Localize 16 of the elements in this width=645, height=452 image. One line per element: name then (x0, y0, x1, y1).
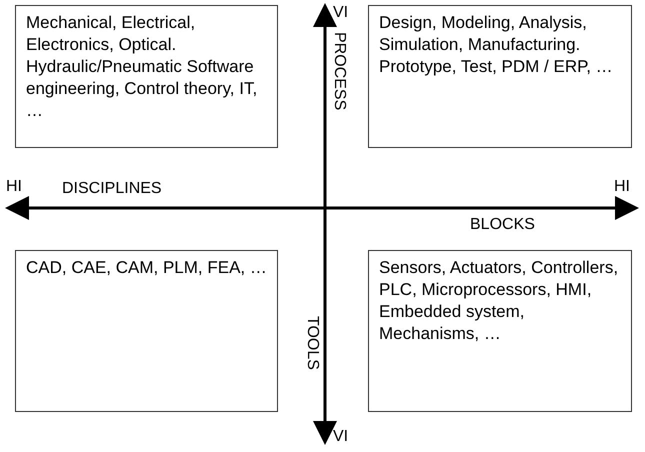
text-box (15, 250, 278, 412)
axis-label: PROCESS (330, 32, 348, 110)
axis-label: TOOLS (303, 316, 321, 370)
box-text: CAD, CAE, CAM, PLM, FEA, … (26, 257, 267, 279)
axis-end-label: VI (333, 4, 348, 22)
text-box (15, 5, 278, 148)
box-text: Sensors, Actuators, Controllers, PLC, Microprocessors, HMI, Embedded system, Mechanisms, … (379, 257, 620, 345)
axis-label: BLOCKS (470, 216, 535, 234)
axis-label: DISCIPLINES (62, 180, 162, 198)
axis-end-label: VI (333, 428, 348, 446)
box-text: Design, Modeling, Analysis, Simulation, Manufacturing. Prototype, Test, PDM / ERP, … (379, 12, 614, 78)
axis-end-label: HI (614, 178, 630, 196)
text-box (368, 250, 632, 412)
axis-end-label: HI (6, 178, 22, 196)
box-text: Mechanical, Electrical, Electronics, Optical. Hydraulic/Pneumatic Software engineering, Control theory, IT, … (26, 12, 258, 122)
text-box (368, 5, 632, 148)
